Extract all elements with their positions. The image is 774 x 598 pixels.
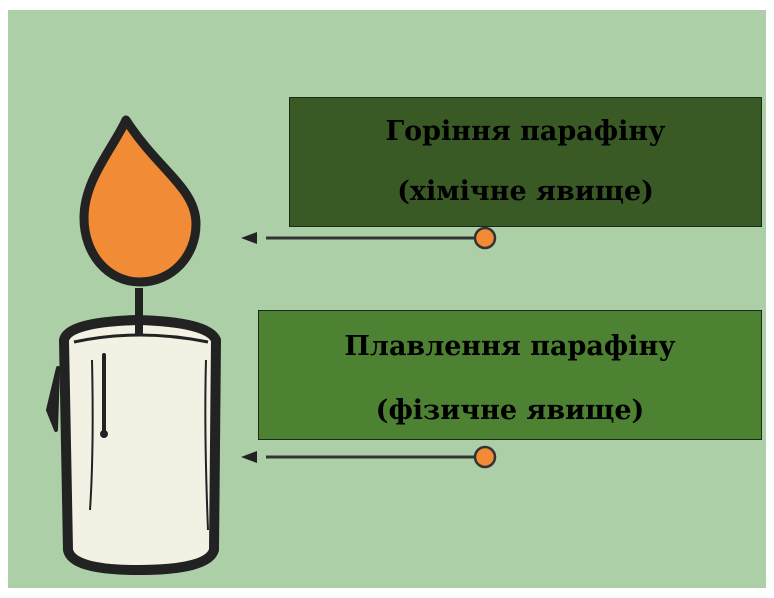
combustion-subtitle: (хімічне явище) <box>397 176 654 207</box>
wick <box>135 288 143 336</box>
melting-title: Плавлення парафіну <box>344 331 676 362</box>
candle-icon <box>46 315 221 575</box>
melting-label-box: Плавлення парафіну (фізичне явище) <box>258 310 762 440</box>
combustion-label-box: Горіння парафіну (хімічне явище) <box>289 97 762 227</box>
connector-combustion <box>241 226 497 250</box>
melting-subtitle: (фізичне явище) <box>375 395 645 426</box>
combustion-title: Горіння парафіну <box>385 116 666 147</box>
arrow-left-icon <box>241 451 257 463</box>
candle-illustration <box>46 115 497 575</box>
connector-melting <box>241 445 497 469</box>
flame-icon <box>79 115 201 287</box>
diagram-canvas: Горіння парафіну (хімічне явище) Плавлен… <box>8 10 766 588</box>
arrow-left-icon <box>241 232 257 244</box>
